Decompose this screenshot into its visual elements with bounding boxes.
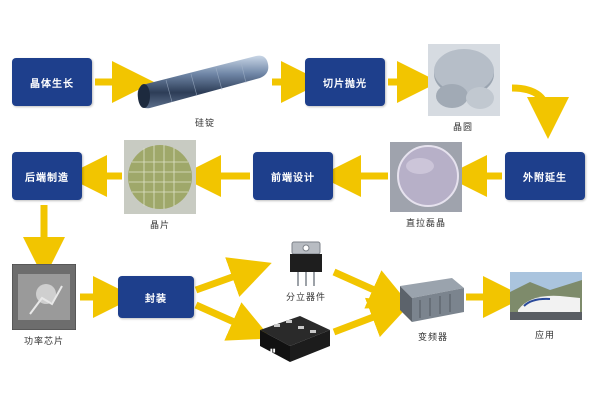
power-module-icon: ▮▮ xyxy=(260,316,330,362)
caption-silicon-ingot: 硅锭 xyxy=(194,119,215,129)
caption-epi-wafer: 直拉磊晶 xyxy=(405,219,446,229)
step-back-end-manufacturing: 后端制造 xyxy=(12,152,82,200)
arrow-wafer-to-epitaxy xyxy=(511,84,569,139)
step-slicing-polishing: 切片抛光 xyxy=(305,58,385,106)
step-packaging: 封装 xyxy=(118,276,194,318)
caption-inverter: 变频器 xyxy=(417,333,448,343)
arrow-packaging-to-module xyxy=(194,301,272,341)
high-speed-train-icon xyxy=(510,272,582,320)
step-epitaxy: 外附延生 xyxy=(505,152,585,200)
wafer-disc-icon xyxy=(428,44,500,116)
die-wafer-icon xyxy=(124,140,196,214)
caption-wafer-disc: 晶圆 xyxy=(452,123,473,133)
arrow-module-to-inverter xyxy=(332,297,412,338)
power-chip-icon xyxy=(12,264,76,330)
to220-transistor-icon xyxy=(290,241,322,286)
caption-die-wafer: 晶片 xyxy=(149,221,170,231)
step-front-end-design: 前端设计 xyxy=(253,152,333,200)
caption-power-chip: 功率芯片 xyxy=(23,337,64,347)
arrow-discrete-to-inverter xyxy=(332,268,412,309)
epi-wafer-icon xyxy=(390,142,462,212)
svg-text:▮▮: ▮▮ xyxy=(270,348,276,354)
arrow-packaging-to-discrete xyxy=(194,257,272,297)
caption-application: 应用 xyxy=(534,331,555,341)
silicon-ingot-icon xyxy=(137,55,269,109)
caption-discrete-device: 分立器件 xyxy=(285,293,326,303)
inverter-icon xyxy=(400,278,464,322)
step-crystal-growth: 晶体生长 xyxy=(12,58,92,106)
